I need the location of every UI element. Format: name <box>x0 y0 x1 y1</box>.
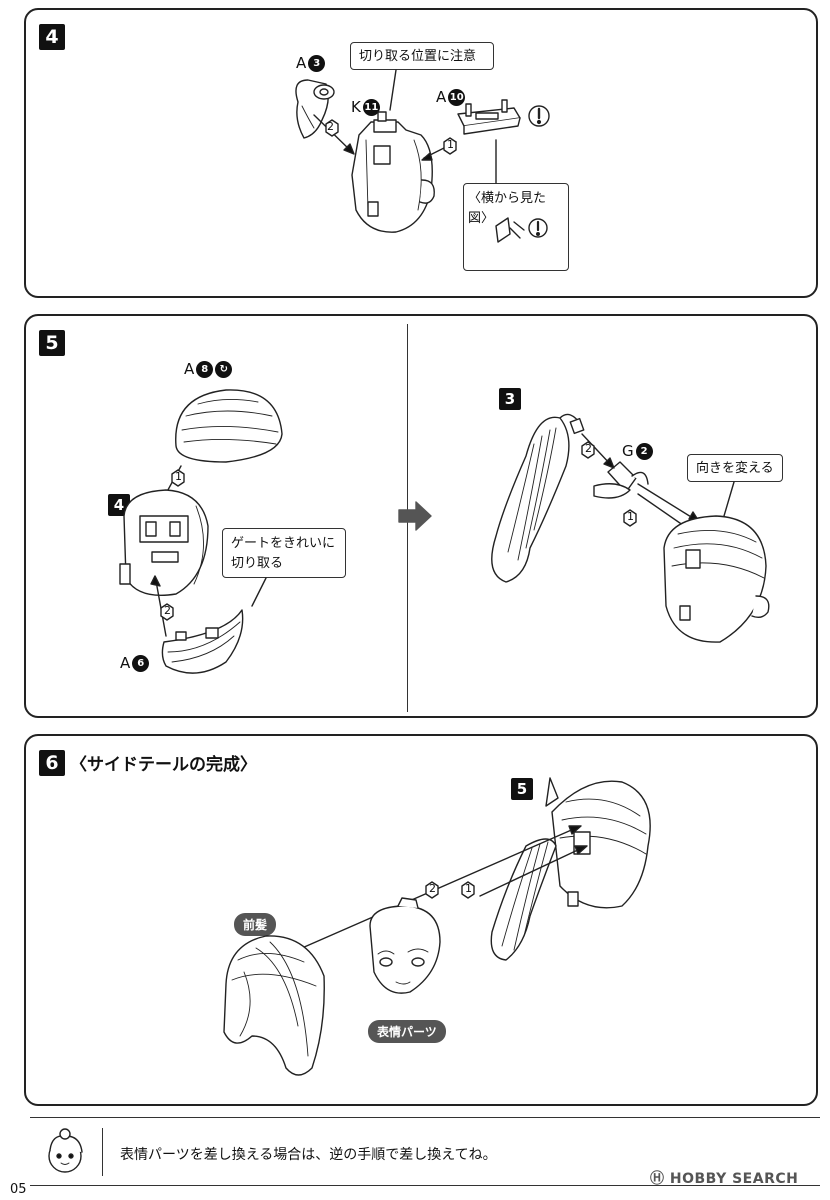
callout-change-direction: 向きを変える <box>687 454 783 482</box>
step-4-illustration <box>295 69 550 243</box>
step-4-seq-2: 2 <box>327 120 334 133</box>
callout-side-view-text: 〈横から見た図〉 <box>468 191 547 227</box>
footer-note: 表情パーツを差し換える場合は、逆の手順で差し換えてね。 <box>120 1147 497 1163</box>
sub-step-3: 3 <box>499 388 521 410</box>
step-5-seq-2-left: 2 <box>164 604 171 617</box>
brand-text: HOBBY SEARCH <box>669 1171 799 1187</box>
part-letter: A <box>296 54 307 72</box>
hobby-search-logo-icon: Ⓗ <box>650 1171 665 1187</box>
part-letter: K <box>351 98 361 116</box>
part-letter: G <box>622 442 634 460</box>
step-4-number: 4 <box>39 24 65 50</box>
part-number-badge: 10 <box>448 89 466 106</box>
step-6-number: 6 <box>39 750 65 776</box>
part-letter: A <box>436 88 447 106</box>
step-6-seq-1: 1 <box>465 882 472 895</box>
sub-step-5: 5 <box>511 778 533 800</box>
footer-note-divider <box>102 1128 103 1176</box>
step-6-panel: 6 〈サイドテールの完成〉 5 前髪 表情パーツ 2 1 <box>24 734 818 1106</box>
footer-divider-top <box>30 1117 820 1118</box>
callout-cut-position: 切り取る位置に注意 <box>350 42 494 70</box>
callout-clean-gate: ゲートをきれいに 切り取る <box>222 528 346 578</box>
part-number-badge: 3 <box>308 55 326 72</box>
step-5-number: 5 <box>39 330 65 356</box>
step-6-illustration <box>223 777 651 1076</box>
step-4-seq-1: 1 <box>447 138 454 151</box>
label-bangs: 前髪 <box>234 913 277 936</box>
part-number-badge: 11 <box>362 99 380 116</box>
part-letter: A <box>120 654 131 672</box>
label-face-part: 表情パーツ <box>368 1020 446 1043</box>
callout-side-view: 〈横から見た図〉 <box>463 183 569 271</box>
part-number-badge: 6 <box>132 655 150 672</box>
part-number-badge: 8 <box>196 361 214 378</box>
part-letter: A <box>184 360 195 378</box>
mascot-icon <box>48 1128 83 1173</box>
step-5-seq-1-left: 1 <box>175 470 182 483</box>
part-number-badge: 2 <box>635 443 653 460</box>
step-5-illustration <box>119 389 770 674</box>
step-6-seq-2: 2 <box>429 882 436 895</box>
footer-divider-bottom <box>30 1185 820 1186</box>
step-6-title: 〈サイドテールの完成〉 <box>70 755 257 775</box>
swap-icon: ↻ <box>215 361 233 378</box>
step-5-seq-2-right: 2 <box>585 442 592 455</box>
step-5-seq-1-right: 1 <box>627 510 634 523</box>
page-number: 05 <box>10 1182 27 1197</box>
hobby-search-watermark: Ⓗ HOBBY SEARCH <box>650 1168 798 1188</box>
